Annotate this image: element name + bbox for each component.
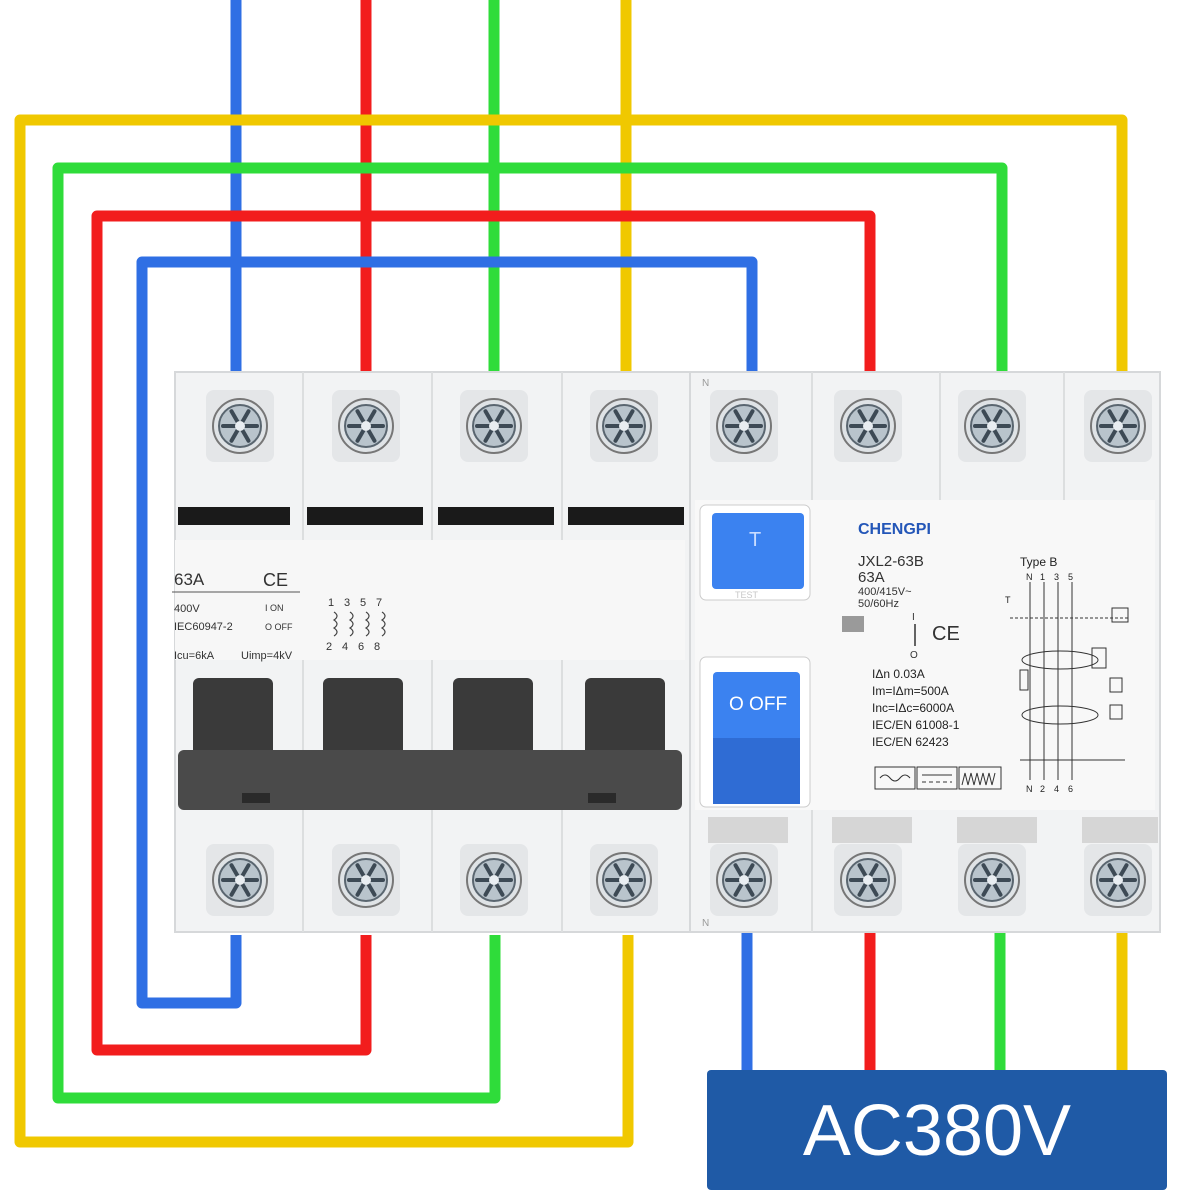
mcb-top-terminals bbox=[206, 390, 658, 462]
rcd-specs: IΔn 0.03A Im=IΔm=500A Inc=IΔc=6000A IEC/EN … bbox=[872, 667, 960, 749]
rcd-voltage: 400/415V~ bbox=[858, 586, 912, 598]
rcd-top-terminals bbox=[710, 390, 1152, 462]
terminal-screw[interactable] bbox=[206, 844, 274, 916]
rcd-diagram-terminal: 3 bbox=[1054, 572, 1059, 582]
mcb-terminal-number: 8 bbox=[374, 641, 380, 653]
voltage-banner-text: AC380V bbox=[803, 1091, 1071, 1171]
voltage-banner-bg bbox=[707, 1070, 1167, 1190]
rcd-diagram-terminal: N bbox=[1026, 572, 1033, 582]
rcd-type-label: Type B bbox=[1020, 555, 1057, 569]
terminal-screw[interactable] bbox=[332, 390, 400, 462]
terminal-screw[interactable] bbox=[1084, 844, 1152, 916]
rcd-spec-line: Inc=IΔc=6000A bbox=[872, 701, 954, 715]
mcb-voltage: 400V bbox=[174, 603, 200, 615]
terminal-screw[interactable] bbox=[1084, 390, 1152, 462]
rcd-rating: 63A bbox=[858, 569, 885, 586]
wiring bbox=[14, 0, 1128, 1148]
rcd-test-button-label: T bbox=[749, 529, 761, 551]
mcb-ce-mark: CE bbox=[263, 570, 288, 590]
mcb-terminal-number: 1 bbox=[328, 597, 334, 609]
wire-yellow-loop bbox=[14, 114, 1128, 1148]
mcb-terminal-number: 5 bbox=[360, 597, 366, 609]
terminal-screw[interactable] bbox=[332, 844, 400, 916]
terminal-screw[interactable] bbox=[460, 844, 528, 916]
mcb-rating: 63A bbox=[174, 570, 205, 589]
mcb-standard: IEC60947-2 bbox=[174, 621, 233, 633]
terminal-screw[interactable] bbox=[460, 390, 528, 462]
mcb-bottom-terminals bbox=[206, 844, 658, 916]
terminal-screw[interactable] bbox=[958, 844, 1026, 916]
mcb-on-label: I ON bbox=[265, 603, 284, 613]
terminal-screw[interactable] bbox=[834, 844, 902, 916]
mcb-handle[interactable] bbox=[193, 678, 273, 773]
mcb-handle[interactable] bbox=[453, 678, 533, 773]
mcb-terminal-number: 3 bbox=[344, 597, 350, 609]
mcb-terminal-number: 4 bbox=[342, 641, 348, 653]
mcb-terminal-number: 2 bbox=[326, 641, 332, 653]
wire-green-loop bbox=[52, 162, 1008, 1104]
rcd-diagram-terminal: 2 bbox=[1040, 784, 1045, 794]
mcb-terminal-number: 6 bbox=[358, 641, 364, 653]
mcb-uimp: Uimp=4kV bbox=[241, 650, 293, 662]
rcd-ce-mark: CE bbox=[932, 623, 960, 645]
rcd-frequency: 50/60Hz bbox=[858, 598, 899, 610]
rcd-test-button[interactable] bbox=[712, 513, 804, 589]
wire-blue-loop bbox=[136, 256, 758, 1009]
rcd-spec-line: IEC/EN 62423 bbox=[872, 735, 949, 749]
mcb-off-label: O OFF bbox=[265, 622, 293, 632]
mcb-breaker: 63A CE 400V I ON O OFF IEC60947-2 Icu=6k… bbox=[172, 371, 691, 933]
terminal-screw[interactable] bbox=[958, 390, 1026, 462]
rcd-neutral-mark-top: N bbox=[702, 378, 709, 389]
mcb-handle[interactable] bbox=[323, 678, 403, 773]
rcd-spec-line: IΔn 0.03A bbox=[872, 667, 925, 681]
terminal-screw[interactable] bbox=[206, 390, 274, 462]
rcd-diagram-terminal: 1 bbox=[1040, 572, 1045, 582]
rcd-diagram-terminal: 4 bbox=[1054, 784, 1059, 794]
rcd-diagram-terminal: N bbox=[1026, 784, 1033, 794]
rcd-neutral-mark-bottom: N bbox=[702, 918, 709, 929]
rcd-spec-line: Im=IΔm=500A bbox=[872, 684, 949, 698]
terminal-screw[interactable] bbox=[710, 390, 778, 462]
rcd-brand: CHENGPI bbox=[858, 521, 931, 538]
terminal-screw[interactable] bbox=[710, 844, 778, 916]
rcd-diagram-terminal: 5 bbox=[1068, 572, 1073, 582]
rcd-toggle-label: O OFF bbox=[729, 694, 787, 715]
rcd-test-text: TEST bbox=[735, 590, 759, 600]
terminal-screw[interactable] bbox=[590, 390, 658, 462]
rcd-model: JXL2-63B bbox=[858, 553, 924, 570]
voltage-banner: AC380V bbox=[707, 1070, 1167, 1190]
rcd-toggle-on-mark: I bbox=[912, 612, 915, 623]
mcb-handle-bar[interactable] bbox=[178, 750, 682, 810]
mcb-handle[interactable] bbox=[585, 678, 665, 773]
rcd-toggle-off-mark: O bbox=[910, 650, 918, 661]
rcd-spec-line: IEC/EN 61008-1 bbox=[872, 718, 960, 732]
rcd-breaker: N N T TEST O OFF CHENGPI JXL2-63B 63A 40… bbox=[689, 371, 1161, 933]
rcd-indicator-window bbox=[842, 616, 864, 632]
mcb-icu: Icu=6kA bbox=[174, 650, 215, 662]
mcb-handles bbox=[178, 678, 682, 810]
rcd-bottom-slots bbox=[708, 817, 1158, 843]
terminal-screw[interactable] bbox=[590, 844, 658, 916]
rcd-diagram-terminal: 6 bbox=[1068, 784, 1073, 794]
rcd-bottom-terminals bbox=[710, 844, 1152, 916]
terminal-screw[interactable] bbox=[834, 390, 902, 462]
rcd-diagram-t: T bbox=[1005, 595, 1011, 605]
mcb-terminal-number: 7 bbox=[376, 597, 382, 609]
wire-red-loop bbox=[91, 210, 876, 1056]
